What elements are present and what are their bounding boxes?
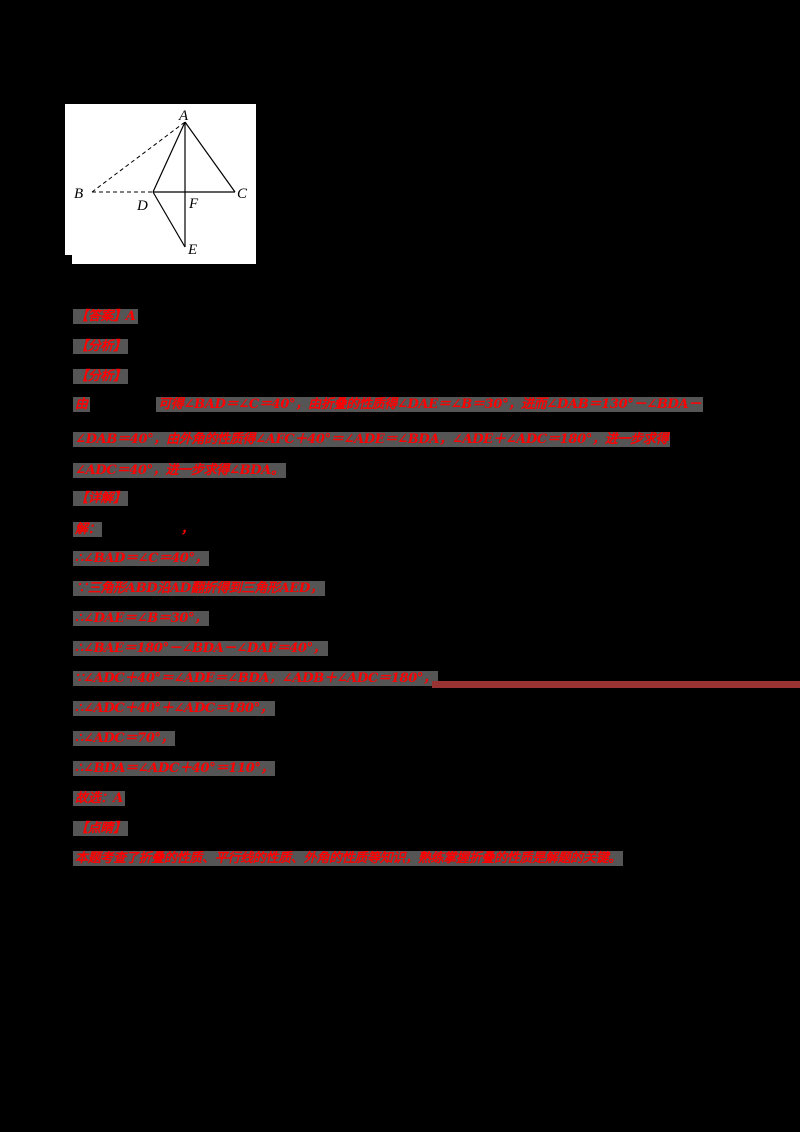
segment-ac (184, 121, 236, 193)
segment-ab (91, 121, 186, 193)
triangle-diagram: A B C D F E (74, 108, 248, 258)
detail-line-9: ∴∠BDA＝∠ADC＋40°＝110°， (73, 761, 276, 776)
label-a: A (178, 108, 189, 124)
geometry-figure: A B C D F E (65, 104, 256, 264)
detail-line-5: ∴∠BAE＝180°－∠BDA－∠DAF＝40°， (73, 641, 328, 656)
final-answer-line: 故选：A (73, 791, 125, 806)
segment-de (152, 191, 186, 248)
detail-line-1: 解： ， (73, 522, 194, 537)
segment-ad (152, 121, 186, 193)
underline-rule (432, 681, 800, 688)
analysis-line-3: ∠ADC＝40°，进一步求得∠BDA。 (73, 463, 286, 478)
comment-heading: 【点睛】 (73, 821, 128, 836)
label-e: E (187, 242, 197, 258)
detail-line-6: ∵∠ADC＋40°＝∠ADE＝∠BDA，∠ADB＋∠ADC＝180°， (73, 671, 438, 686)
answer-line: 【答案】A (73, 309, 138, 324)
comment-line-1: 本题考查了折叠的性质、平行线的性质、外角的性质等知识，熟练掌握折叠的性质是解题的… (73, 851, 624, 866)
label-f: F (188, 196, 199, 212)
analysis-line-1: 由 可得∠BAD＝∠C＝40°，由折叠的性质得∠DAE＝∠B＝30°，进而∠DA… (73, 397, 703, 412)
label-b: B (74, 186, 83, 202)
analysis-heading-1: 【分析】 (73, 339, 128, 354)
detail-line-7: ∴∠ADC＋40°＋∠ADC＝180°， (73, 701, 275, 716)
detail-line-4: ∴∠DAE＝∠B＝30°， (73, 611, 210, 626)
analysis-line-2: ∠DAB＝40°，由外角的性质得∠AFC＋40°＝∠ADE＝∠BDA，∠ADE＋… (73, 432, 671, 447)
figure-corner-mark (65, 255, 72, 264)
detail-line-8: ∴∠ADC＝70°， (73, 731, 176, 746)
detail-heading: 【详解】 (73, 491, 128, 506)
detail-line-3: ∵三角形ABD沿AD翻折得到三角形AED， (73, 581, 325, 596)
formula-image (106, 522, 177, 537)
label-d: D (136, 198, 148, 214)
label-c: C (237, 186, 248, 202)
analysis-heading-2: 【分析】 (73, 369, 128, 384)
detail-line-2: ∴∠BAD＝∠C＝40°， (73, 551, 210, 566)
formula-image (93, 397, 152, 412)
